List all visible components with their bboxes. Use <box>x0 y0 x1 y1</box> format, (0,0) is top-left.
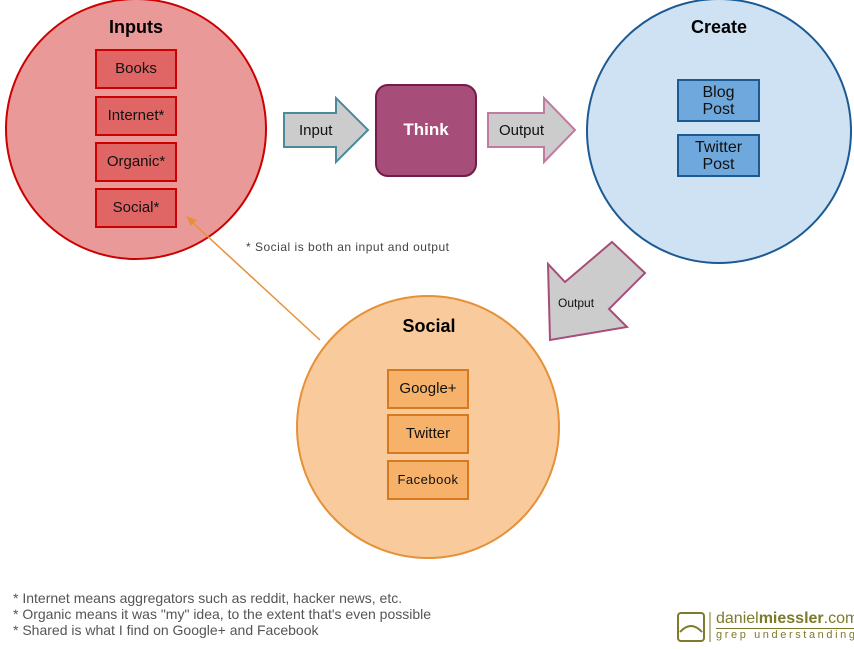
diagonal-output-arrow <box>546 240 647 342</box>
output-arrow-label: Output <box>499 122 545 139</box>
brand-domain: .com <box>823 610 854 627</box>
create-item-blog-post-line1: Blog <box>702 83 735 101</box>
input-item-organic[interactable]: Organic* <box>95 142 177 182</box>
create-item-blog-post[interactable]: Blog Post <box>677 79 760 122</box>
input-arrow-label: Input <box>299 122 333 139</box>
input-arrow <box>283 95 370 165</box>
create-item-twitter-post-line2: Post <box>702 155 735 173</box>
footnotes: * Internet means aggregators such as red… <box>13 590 431 638</box>
input-item-social[interactable]: Social* <box>95 188 177 228</box>
brand-name: danielmiessler.com <box>716 610 854 628</box>
logo-camera-icon <box>677 612 711 642</box>
social-item-google-plus[interactable]: Google+ <box>387 369 469 409</box>
output-arrow <box>487 95 577 165</box>
create-item-twitter-post-line1: Twitter <box>694 138 743 156</box>
create-item-twitter-post[interactable]: Twitter Post <box>677 134 760 177</box>
brand-name-bold: miessler <box>758 610 824 627</box>
inputs-title: Inputs <box>109 17 163 37</box>
brand-tagline: grep understanding <box>716 628 854 642</box>
social-item-facebook[interactable]: Facebook <box>387 460 469 500</box>
feedback-arrow-line <box>191 221 321 341</box>
create-item-blog-post-line2: Post <box>702 100 735 118</box>
footnote-internet: * Internet means aggregators such as red… <box>13 590 403 606</box>
create-circle <box>586 0 852 264</box>
think-label: Think <box>403 120 449 139</box>
think-box[interactable] <box>375 84 477 177</box>
input-item-books[interactable]: Books <box>95 49 177 89</box>
input-item-internet[interactable]: Internet* <box>95 96 177 136</box>
social-note: * Social is both an input and output <box>246 240 450 254</box>
social-item-twitter[interactable]: Twitter <box>387 414 469 454</box>
brand-logo[interactable]: danielmiessler.com grep understanding <box>716 610 854 642</box>
brand-name-light: daniel <box>716 610 759 627</box>
diagonal-arrow-label: Output <box>558 296 595 310</box>
create-title: Create <box>690 17 748 37</box>
feedback-arrowhead-icon <box>186 216 197 226</box>
social-title: Social <box>402 316 456 336</box>
footnote-organic: * Organic means it was "my" idea, to the… <box>13 606 432 622</box>
footnote-shared: * Shared is what I find on Google+ and F… <box>13 622 319 638</box>
